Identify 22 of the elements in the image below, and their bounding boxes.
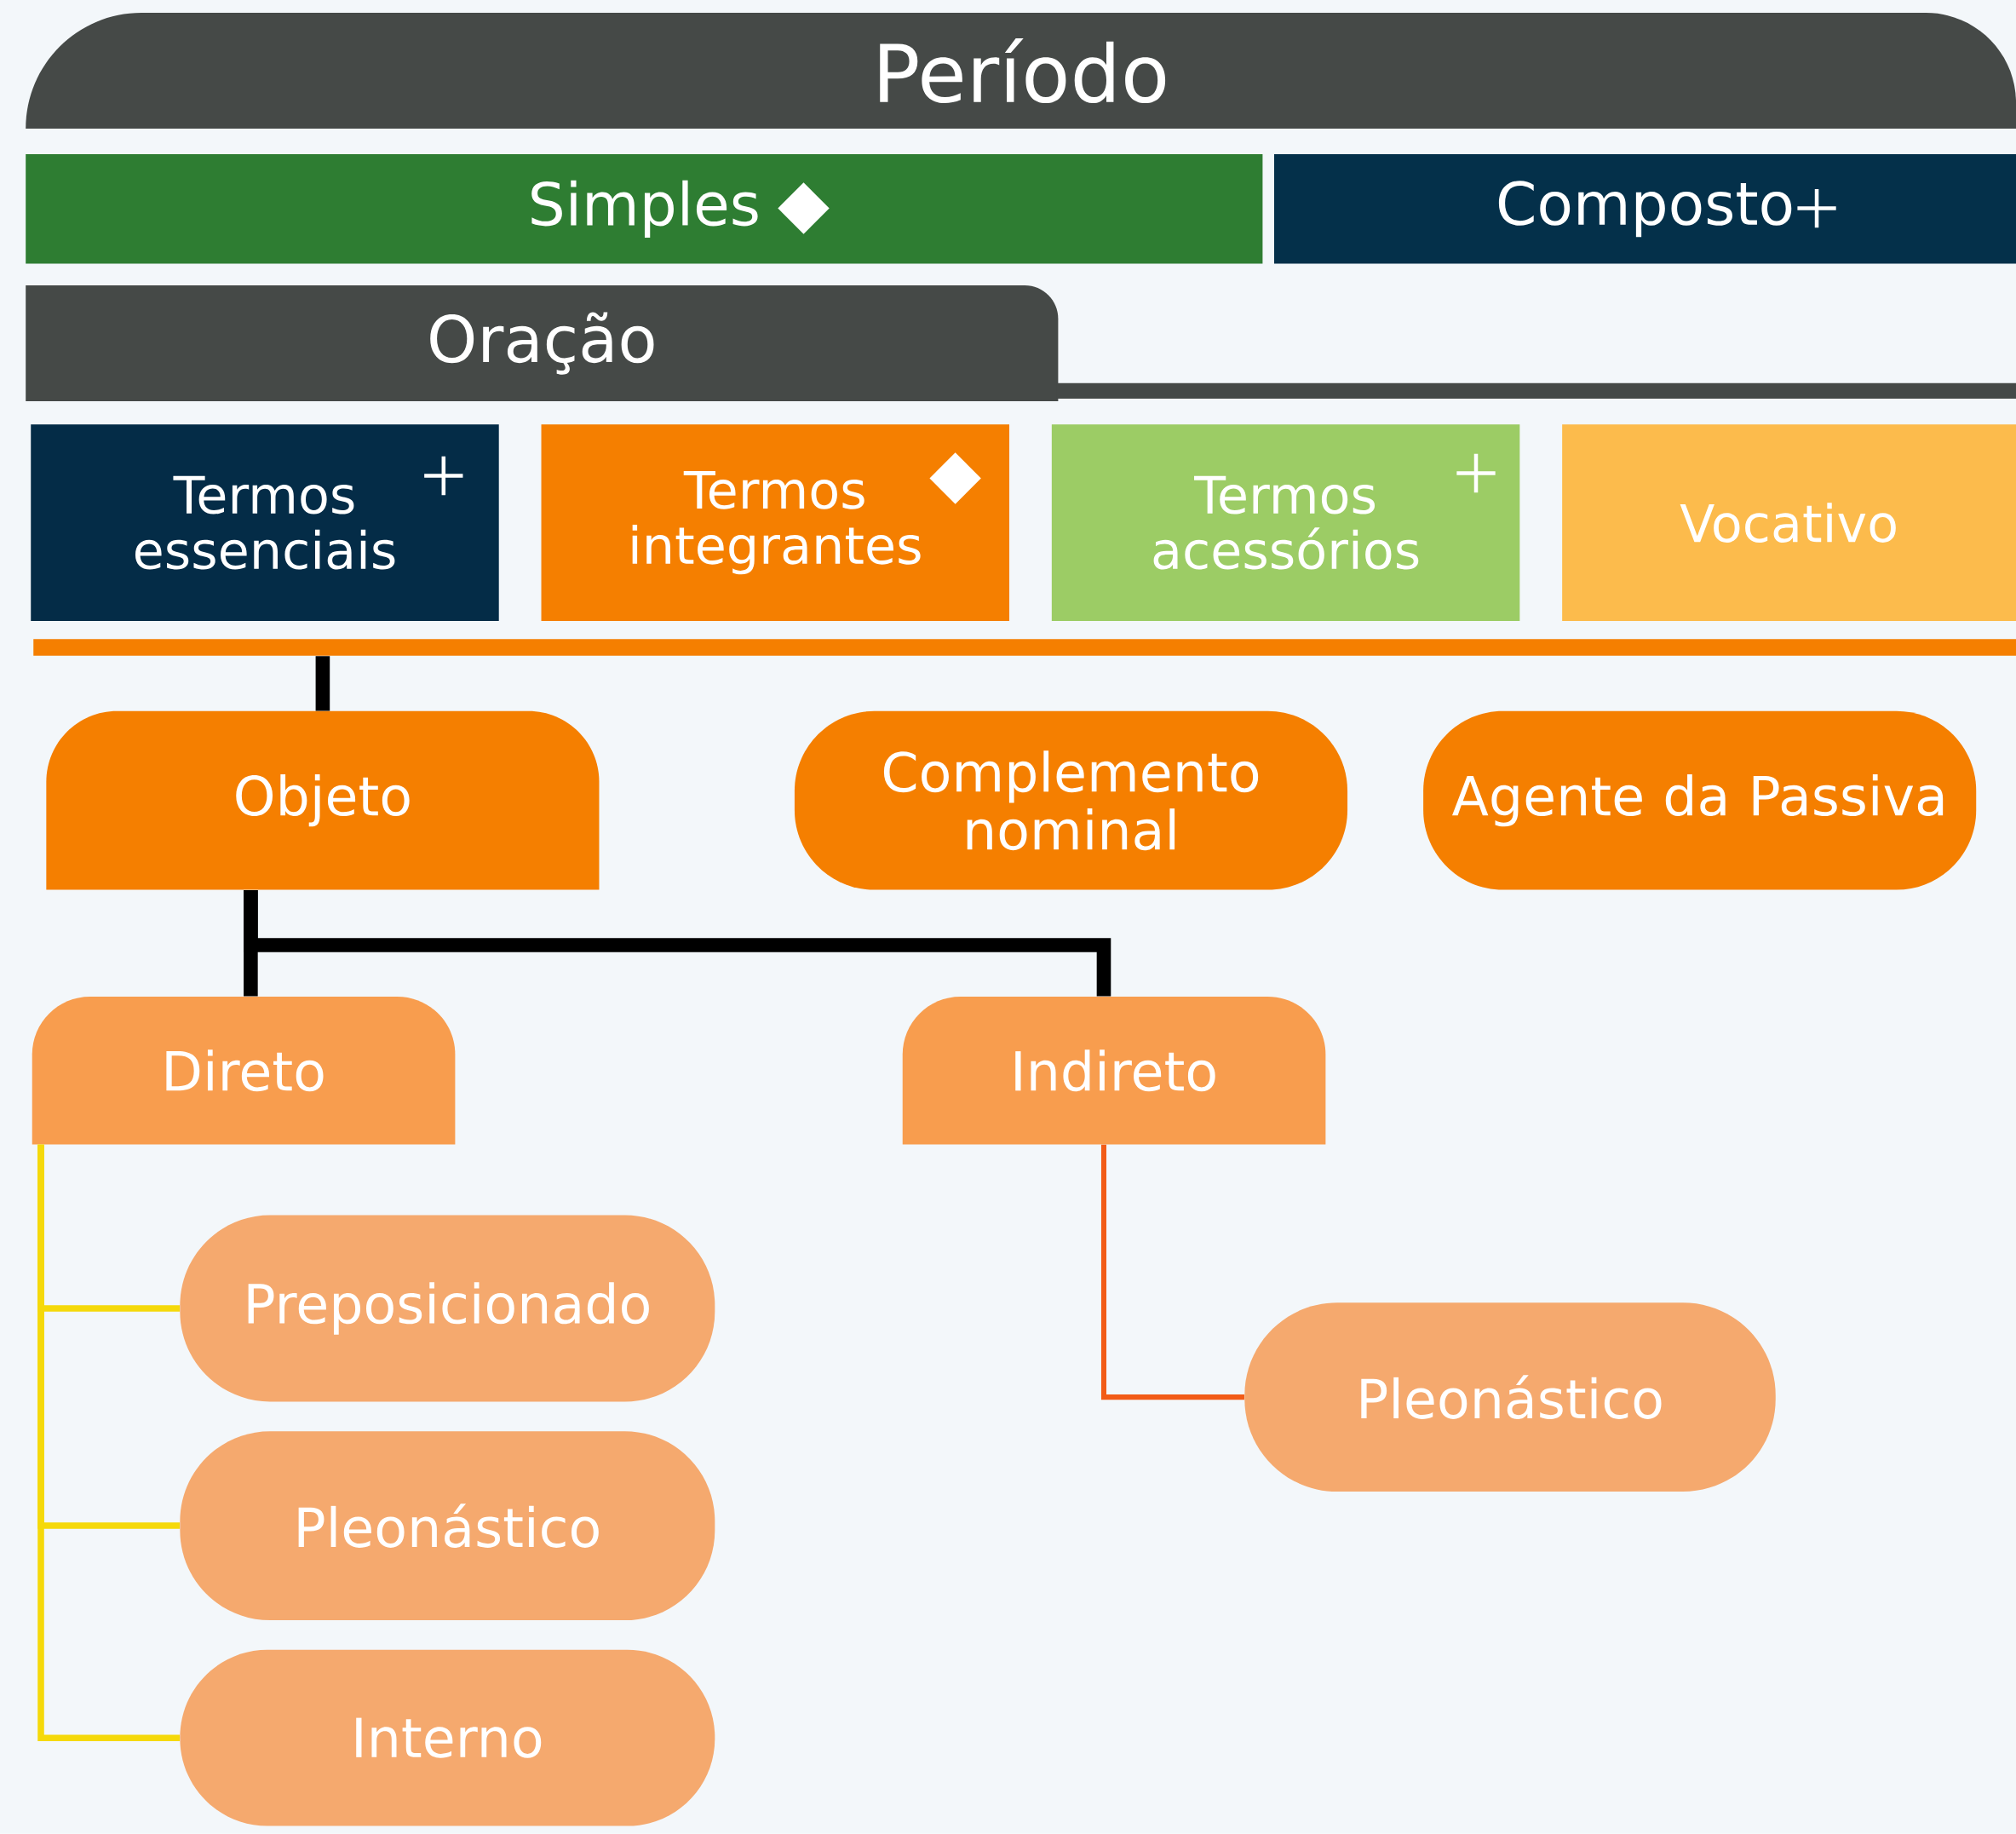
rounded-box: Preposicionado <box>180 1215 715 1402</box>
connector-line <box>315 656 330 711</box>
connector-line <box>1100 1144 1244 1400</box>
category-bar: Composto <box>1274 154 2016 264</box>
category-bar: Simples <box>26 154 1263 264</box>
divider-bar <box>33 639 2016 657</box>
tab-box: Direto <box>32 997 456 1145</box>
category-box: Termos essenciais <box>31 424 499 622</box>
category-box: Termos integrantes <box>541 424 1010 622</box>
category-box: Vocativo <box>1562 424 2016 622</box>
tab-box: Indireto <box>902 997 1326 1145</box>
header-band: Período <box>26 13 2016 129</box>
category-box: Termos acessórios <box>1051 424 1520 622</box>
header-tab: Oração <box>26 285 2016 402</box>
rounded-box: Interno <box>180 1649 715 1826</box>
rounded-box: Pleonástico <box>1244 1302 1776 1492</box>
rounded-box: Pleonástico <box>180 1431 715 1621</box>
rounded-box: Complemento nominal <box>794 710 1348 890</box>
connector-line <box>244 890 1111 997</box>
connector-line <box>37 1144 181 1742</box>
rounded-box: Agente da Passiva <box>1423 710 1977 890</box>
tab-box: Objeto <box>46 710 600 890</box>
